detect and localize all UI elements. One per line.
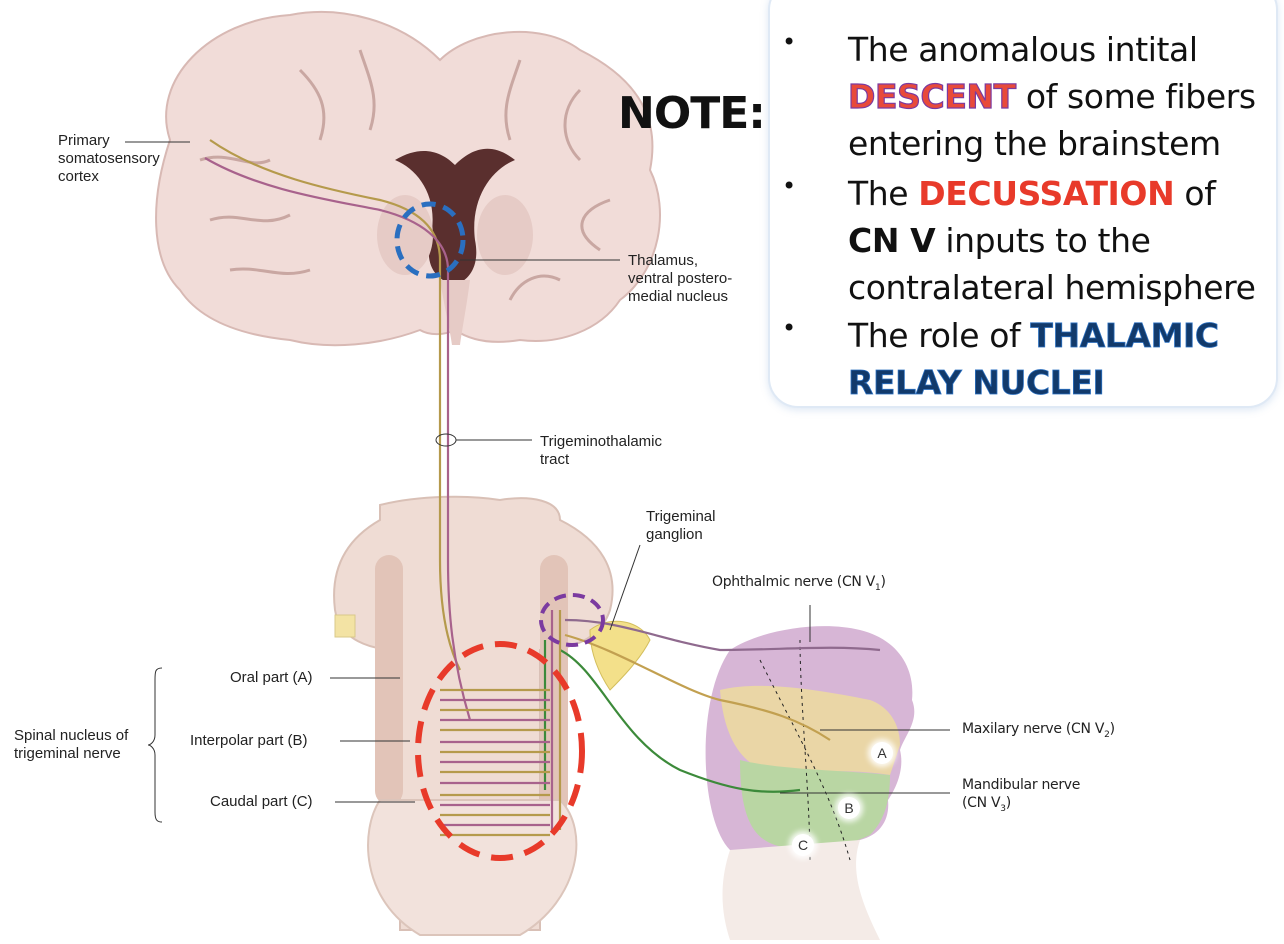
bullet-dot-3: • xyxy=(782,314,797,342)
zone-b-marker: B xyxy=(838,797,860,819)
note-title: NOTE: xyxy=(618,88,766,139)
label-maxillary-nerve: Maxilary nerve (CN V2) xyxy=(962,721,1115,740)
label-oral-part: Oral part (A) xyxy=(230,669,313,686)
bullet-dot-2: • xyxy=(782,172,797,200)
descent-highlight: DESCENT xyxy=(847,76,1016,116)
label-thalamus: Thalamus,ventral postero-medial nucleus xyxy=(628,252,733,305)
descent-highlight-circle xyxy=(539,593,605,647)
label-interpolar-part: Interpolar part (B) xyxy=(190,732,308,749)
thalamic-highlight: THALAMIC xyxy=(1030,316,1220,356)
label-ophthalmic-nerve: Ophthalmic nerve (CN V1) xyxy=(712,574,886,593)
decussation-highlight-circle xyxy=(415,641,585,861)
label-leader-lines xyxy=(125,141,950,823)
face-dermatome-figure xyxy=(705,626,915,940)
zone-a-marker: A xyxy=(871,742,893,764)
relay-nuclei-highlight: RELAY NUCLEI xyxy=(848,363,1106,403)
decussation-highlight: DECUSSATION xyxy=(918,174,1175,213)
thalamus-highlight-circle xyxy=(394,201,466,279)
brain-coronal-section xyxy=(155,11,661,347)
label-mandibular-nerve: Mandibular nerve (CN V3) xyxy=(962,777,1081,814)
note-bullet-3: The role of THALAMIC RELAY NUCLEI xyxy=(848,316,1220,403)
nerve-fibers xyxy=(204,139,881,837)
note-bullet-2: The DECUSSATION of CN V inputs to the co… xyxy=(848,174,1256,307)
note-callout-box xyxy=(768,0,1278,408)
note-bullet-1: The anomalous intital DESCENT of some fi… xyxy=(847,30,1256,163)
zone-c-marker: C xyxy=(792,834,814,856)
label-caudal-part: Caudal part (C) xyxy=(210,793,313,810)
bullet-dot-1: • xyxy=(782,28,797,56)
brainstem-section xyxy=(333,495,614,936)
